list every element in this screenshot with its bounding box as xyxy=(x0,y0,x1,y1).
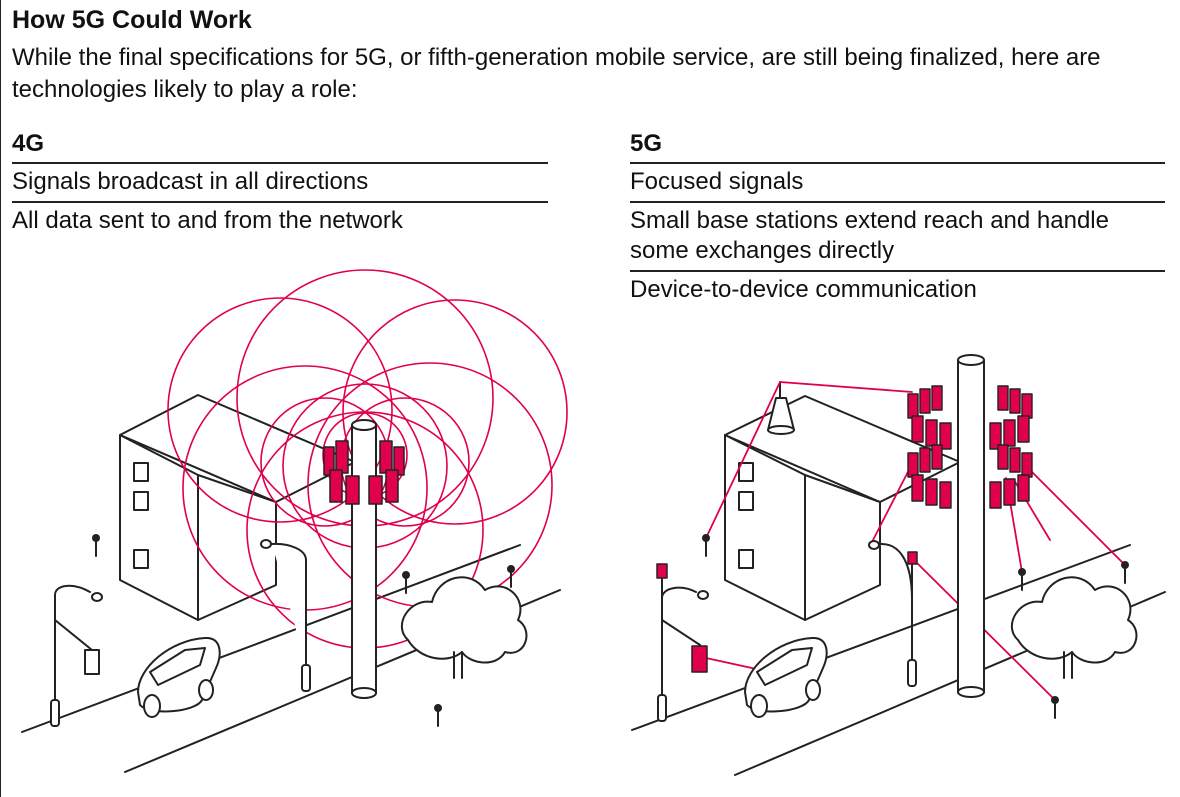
point-5g-small-stations: Small base stations extend reach and han… xyxy=(630,203,1165,272)
small-base-station-5g xyxy=(868,540,918,687)
tree-4g xyxy=(401,576,528,679)
point-4g-network: All data sent to and from the network xyxy=(12,207,403,234)
device-pins-5g xyxy=(702,534,1129,719)
road-4g-back-edge xyxy=(21,544,521,733)
column-heading-4g: 4G xyxy=(12,126,548,164)
cell-tower-5g xyxy=(957,354,985,698)
car-4g xyxy=(137,636,221,718)
antenna-ring-lower-5g xyxy=(907,444,1033,509)
column-4g: 4G Signals broadcast in all directions A… xyxy=(12,126,548,240)
tower-antenna-rings-5g xyxy=(907,385,1033,509)
points-list-5g: Focused signals Small base stations exte… xyxy=(630,164,1165,309)
scene-4g xyxy=(21,269,568,773)
scene-5g xyxy=(631,354,1166,776)
point-5g-focused: Focused signals xyxy=(630,164,1165,203)
tower-antenna-array-4g xyxy=(323,440,405,505)
left-frame-rule xyxy=(0,0,1,797)
cell-tower-4g xyxy=(351,419,377,699)
point-5g-d2d: Device-to-device communication xyxy=(630,276,977,303)
building-4g xyxy=(119,394,356,621)
device-pins-4g xyxy=(92,534,515,727)
focused-signal-lines-5g xyxy=(705,381,1126,701)
page-subtitle: While the final specifications for 5G, o… xyxy=(12,44,1101,103)
points-list-4g: Signals broadcast in all directions All … xyxy=(12,164,548,240)
streetlight-left-5g xyxy=(656,563,709,722)
road-5g-back-edge xyxy=(631,544,1131,731)
streetlight-left-4g xyxy=(50,584,103,727)
point-4g-broadcast: Signals broadcast in all directions xyxy=(12,164,548,203)
column-5g: 5G Focused signals Small base stations e… xyxy=(630,126,1165,309)
tree-5g xyxy=(1011,576,1138,679)
car-5g xyxy=(744,636,828,718)
column-heading-5g: 5G xyxy=(630,126,1165,164)
building-5g xyxy=(724,381,961,621)
page-title: How 5G Could Work xyxy=(12,6,252,34)
streetlight-right-4g xyxy=(260,539,311,692)
antenna-ring-upper-5g xyxy=(907,385,1033,450)
